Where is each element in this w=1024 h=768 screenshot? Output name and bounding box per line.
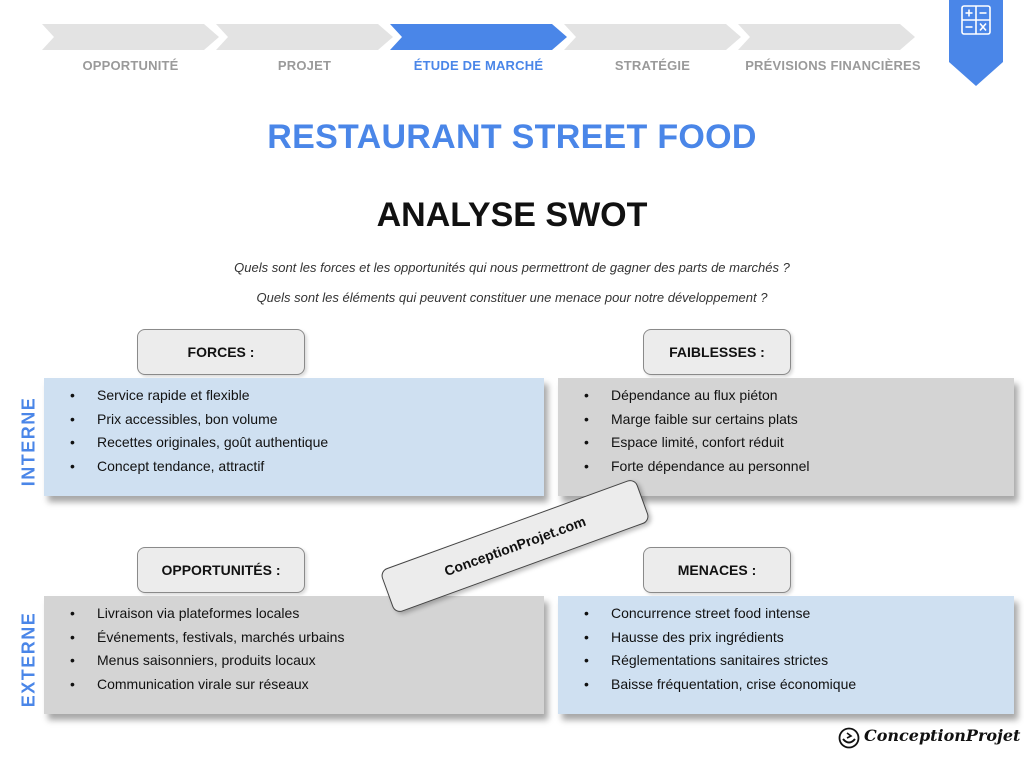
forces-item: Service rapide et flexible: [68, 384, 544, 408]
opportunites-item: Menus saisonniers, produits locaux: [68, 649, 544, 673]
forces-item: Prix accessibles, bon volume: [68, 408, 544, 432]
step-arrow-strategie[interactable]: [564, 24, 741, 50]
step-arrow-previsions-financieres[interactable]: [738, 24, 915, 50]
step-label-opportunite[interactable]: OPPORTUNITÉ: [82, 58, 179, 73]
forces-item: Concept tendance, attractif: [68, 455, 544, 479]
forces-list: Service rapide et flexible Prix accessib…: [68, 384, 544, 478]
bookmark-badge: [949, 0, 1003, 86]
faiblesses-item: Dépendance au flux piéton: [582, 384, 1014, 408]
step-arrow-etude-de-marche[interactable]: [390, 24, 567, 50]
faiblesses-label: FAIBLESSES :: [643, 329, 791, 375]
opportunites-item: Livraison via plateformes locales: [68, 602, 544, 626]
section-title: ANALYSE SWOT: [376, 196, 648, 234]
faiblesses-item: Marge faible sur certains plats: [582, 408, 1014, 432]
question-1: Quels sont les forces et les opportunité…: [234, 260, 790, 275]
step-navigation: OPPORTUNITÉ PROJET ÉTUDE DE MARCHÉ STRAT…: [0, 0, 1024, 86]
formula-icon: [961, 5, 991, 35]
menaces-item: Concurrence street food intense: [582, 602, 1014, 626]
brand-logo-text: ConceptionProjet: [864, 726, 1021, 745]
step-label-projet[interactable]: PROJET: [277, 58, 332, 73]
menaces-panel: Concurrence street food intense Hausse d…: [558, 596, 1014, 714]
axis-label-externe: EXTERNE: [18, 611, 39, 708]
step-label-etude-de-marche[interactable]: ÉTUDE DE MARCHÉ: [413, 58, 544, 73]
step-arrow-opportunite[interactable]: [42, 24, 219, 50]
step-label-previsions-financieres[interactable]: PRÉVISIONS FINANCIÈRES: [745, 58, 921, 73]
menaces-label: MENACES :: [643, 547, 791, 593]
forces-item: Recettes originales, goût authentique: [68, 431, 544, 455]
opportunites-item: Événements, festivals, marchés urbains: [68, 626, 544, 650]
step-arrow-projet[interactable]: [216, 24, 393, 50]
opportunites-panel: Livraison via plateformes locales Événem…: [44, 596, 544, 714]
menaces-list: Concurrence street food intense Hausse d…: [582, 602, 1014, 696]
faiblesses-list: Dépendance au flux piéton Marge faible s…: [582, 384, 1014, 478]
menaces-item: Baisse fréquentation, crise économique: [582, 673, 1014, 697]
faiblesses-item: Espace limité, confort réduit: [582, 431, 1014, 455]
axis-label-interne: INTERNE: [18, 396, 39, 487]
forces-panel: Service rapide et flexible Prix accessib…: [44, 378, 544, 496]
step-label-strategie[interactable]: STRATÉGIE: [614, 58, 691, 73]
page-title: RESTAURANT STREET FOOD: [267, 118, 757, 156]
question-2: Quels sont les éléments qui peuvent cons…: [256, 290, 768, 305]
brand-logo-icon: [838, 727, 860, 749]
opportunites-list: Livraison via plateformes locales Événem…: [68, 602, 544, 696]
menaces-item: Hausse des prix ingrédients: [582, 626, 1014, 650]
menaces-item: Réglementations sanitaires strictes: [582, 649, 1014, 673]
website-stamp: ConceptionProjet.com: [379, 477, 651, 615]
faiblesses-item: Forte dépendance au personnel: [582, 455, 1014, 479]
opportunites-label: OPPORTUNITÉS :: [137, 547, 305, 593]
faiblesses-panel: Dépendance au flux piéton Marge faible s…: [558, 378, 1014, 496]
opportunites-item: Communication virale sur réseaux: [68, 673, 544, 697]
forces-label: FORCES :: [137, 329, 305, 375]
